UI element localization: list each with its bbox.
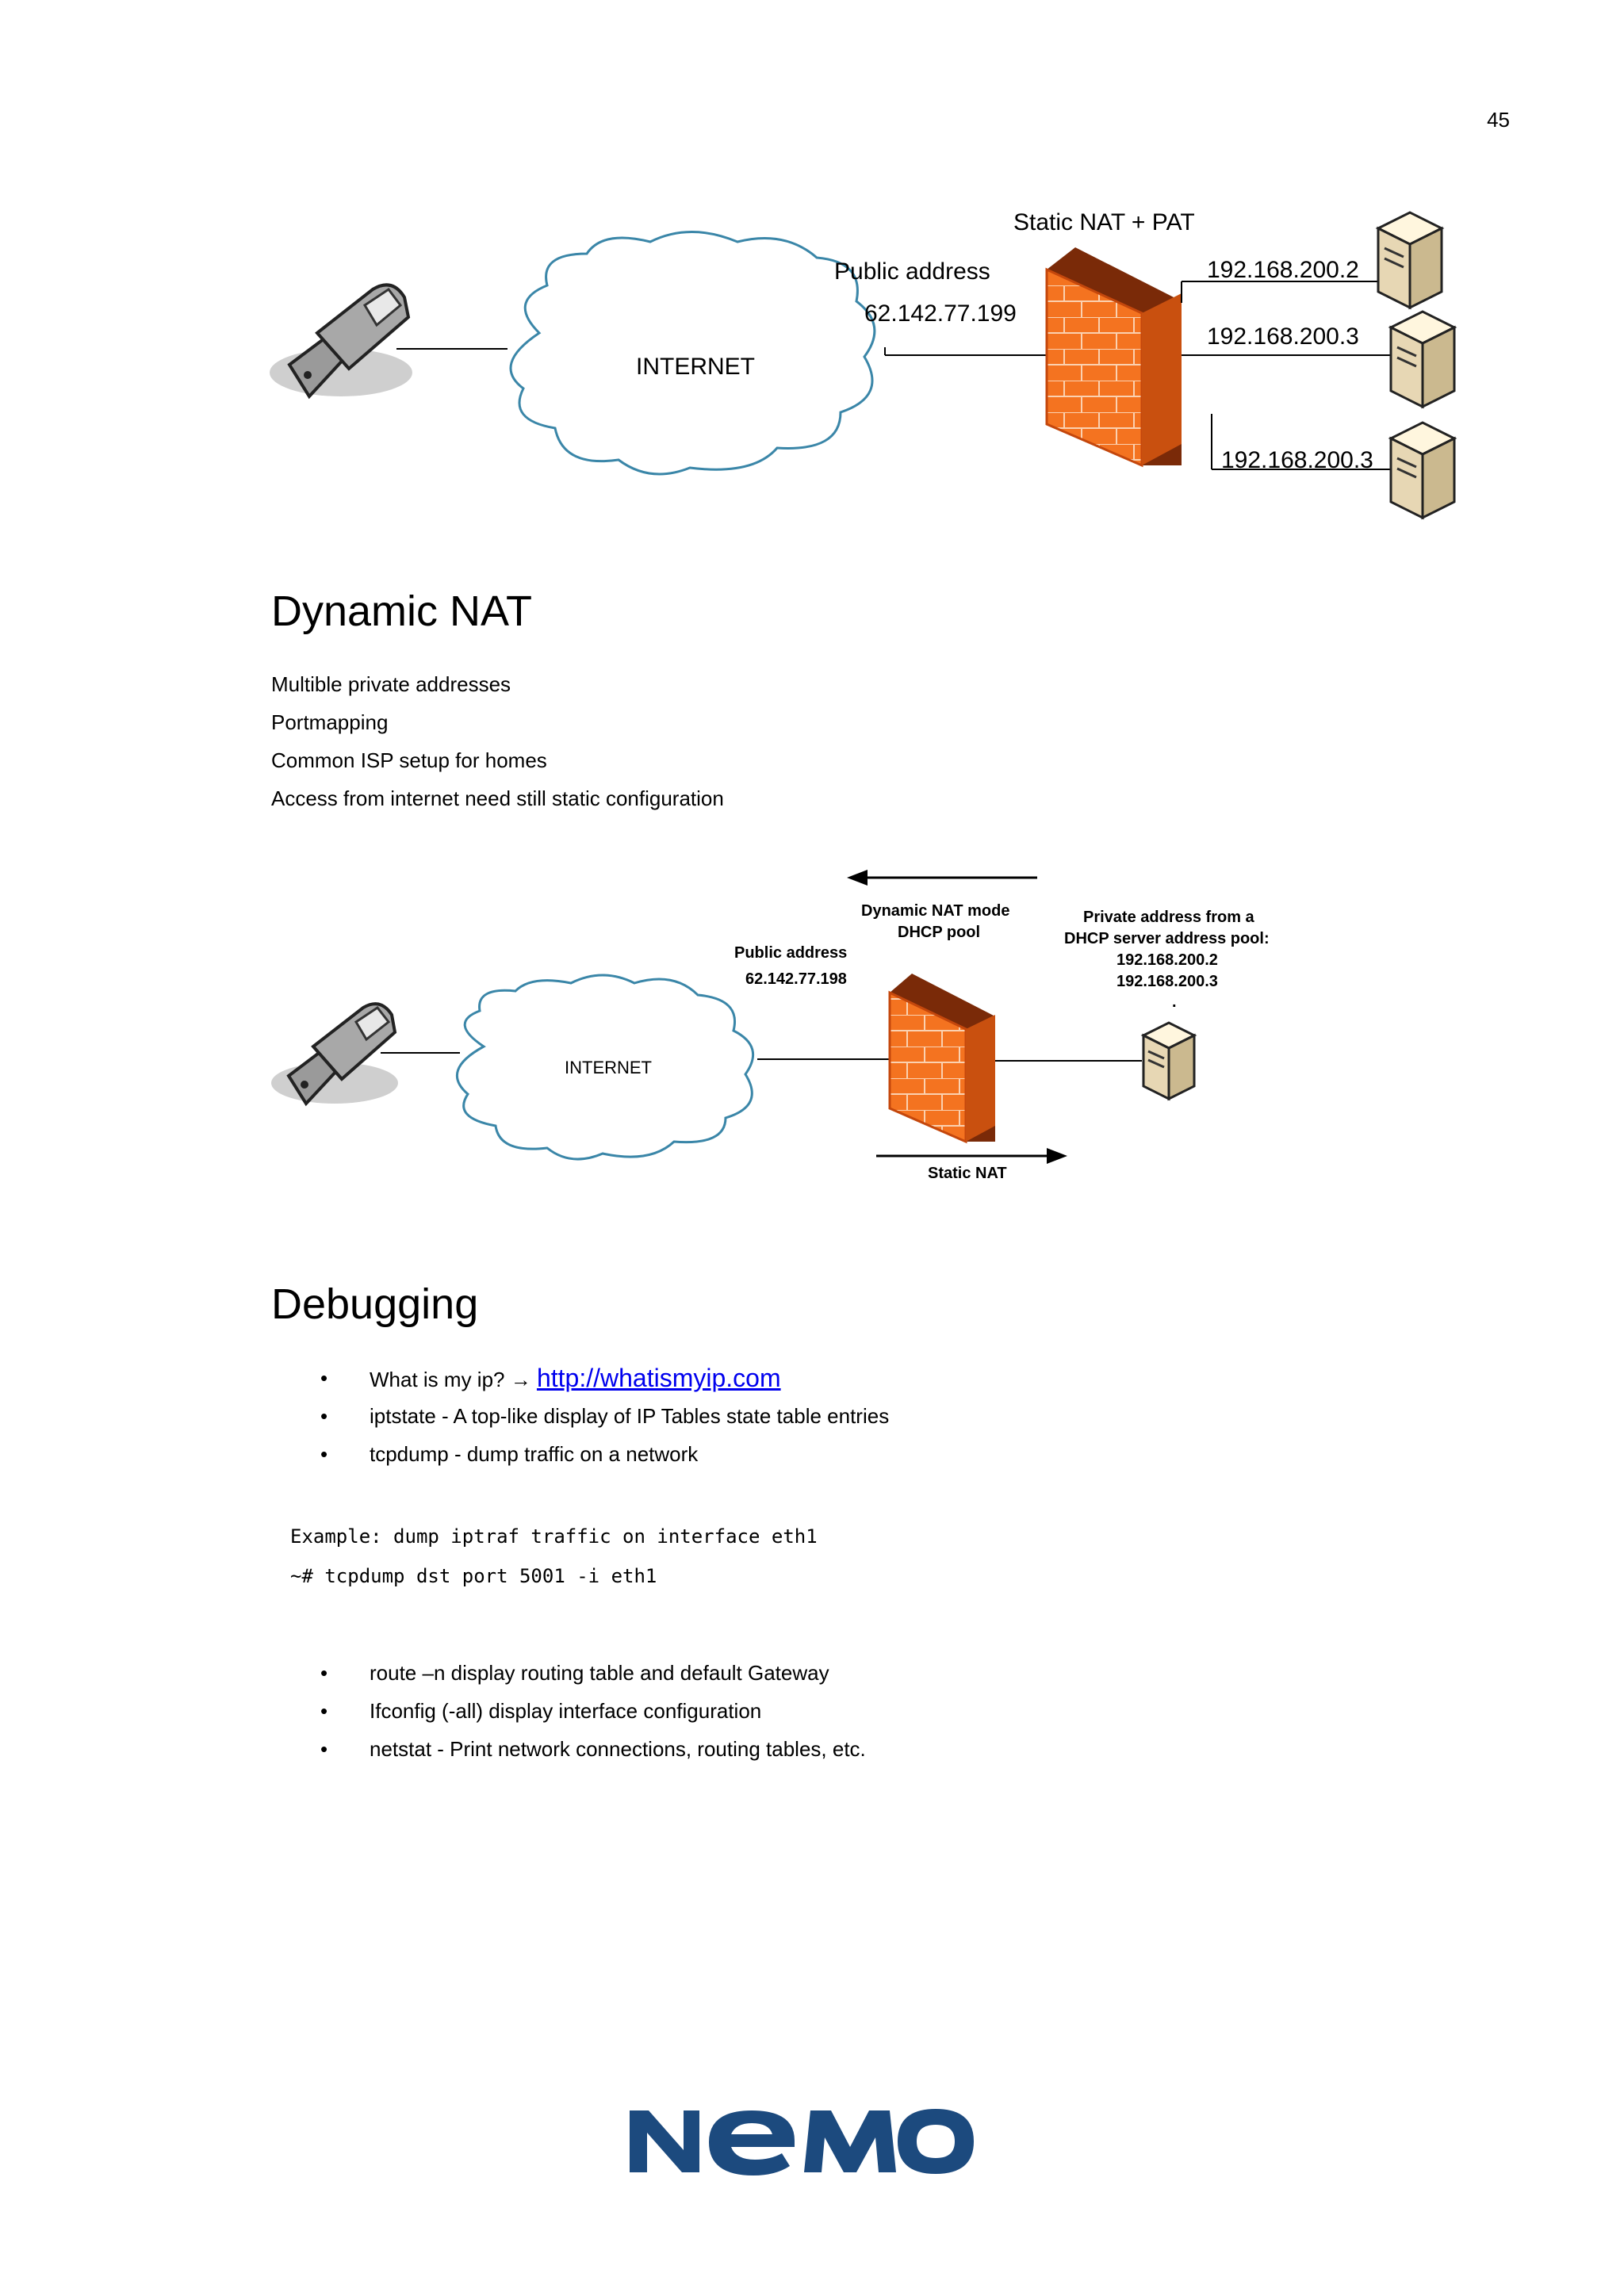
- bullet-icon: •: [320, 1442, 328, 1466]
- list-item: • Ifconfig (-all) display interface conf…: [271, 1692, 866, 1730]
- static-nat-diagram: INTERNET: [270, 209, 1457, 520]
- server-icon: [1388, 310, 1457, 409]
- list-item: • netstat - Print network connections, r…: [271, 1730, 866, 1768]
- code-line: ~# tcpdump dst port 5001 -i eth1: [290, 1565, 657, 1587]
- public-ip: 62.142.77.199: [864, 300, 1017, 327]
- cloud-label: INTERNET: [636, 354, 755, 380]
- bullet-icon: •: [320, 1404, 328, 1428]
- list-item: • route –n display routing table and def…: [271, 1654, 866, 1692]
- mobile-phone-icon: [271, 1002, 398, 1107]
- section-heading: Dynamic NAT: [271, 587, 533, 635]
- list-item-text: tcpdump - dump traffic on a network: [370, 1442, 699, 1466]
- cloud-label: INTERNET: [565, 1058, 652, 1077]
- public-ip: 62.142.77.198: [745, 970, 847, 988]
- diagram-title: Static NAT + PAT: [1013, 209, 1195, 235]
- text-line: Portmapping: [271, 710, 389, 734]
- public-address-label: Public address: [834, 258, 990, 285]
- mode-label: DHCP pool: [898, 924, 980, 941]
- page-number: 45: [1487, 108, 1510, 132]
- firewall-icon: [888, 974, 995, 1144]
- server-icon: [1388, 421, 1457, 520]
- private-pool-title: DHCP server address pool:: [1064, 930, 1270, 947]
- bullet-icon: •: [320, 1661, 328, 1685]
- mobile-phone-icon: [270, 283, 412, 400]
- list-item: • tcpdump - dump traffic on a network: [271, 1435, 889, 1473]
- private-ip: 192.168.200.3: [1116, 973, 1218, 990]
- whatismyip-link[interactable]: http://whatismyip.com: [536, 1364, 781, 1392]
- private-ip: .: [1172, 993, 1177, 1011]
- firewall-icon: [1045, 247, 1182, 468]
- right-arrow-icon: [876, 1148, 1067, 1164]
- section-heading: Debugging: [271, 1280, 479, 1328]
- bullet-icon: •: [320, 1737, 328, 1761]
- list-item-text: Ifconfig (-all) display interface config…: [370, 1699, 762, 1723]
- list-item-text: What is my ip? →: [370, 1368, 537, 1391]
- public-address-label: Public address: [734, 944, 847, 962]
- text-line: Multible private addresses: [271, 672, 511, 696]
- private-ip: 192.168.200.2: [1207, 257, 1359, 283]
- text-line: Access from internet need still static c…: [271, 786, 724, 810]
- left-arrow-icon: [847, 870, 1037, 886]
- server-icon: [1140, 1021, 1197, 1101]
- private-pool-title: Private address from a: [1083, 909, 1255, 926]
- list-item: • What is my ip? → http://whatismyip.com: [271, 1359, 889, 1397]
- internet-cloud: [455, 974, 754, 1161]
- bullet-icon: •: [320, 1366, 328, 1390]
- list-item-text: netstat - Print network connections, rou…: [370, 1737, 866, 1761]
- list-item-text: iptstate - A top-like display of IP Tabl…: [370, 1404, 890, 1428]
- text-line: Common ISP setup for homes: [271, 748, 547, 772]
- private-ip: 192.168.200.3: [1221, 447, 1373, 473]
- debug-commands-list: • route –n display routing table and def…: [271, 1654, 866, 1768]
- private-ip: 192.168.200.3: [1207, 323, 1359, 350]
- nemo-logo: [630, 2109, 974, 2175]
- mode-label: Dynamic NAT mode: [861, 902, 1009, 920]
- bullet-icon: •: [320, 1699, 328, 1723]
- internet-cloud: [509, 231, 876, 476]
- list-item-text: route –n display routing table and defau…: [370, 1661, 829, 1685]
- dynamic-nat-diagram: INTERNET Dynamic NAT mode DHCP pool Publ…: [271, 870, 1270, 1182]
- list-item: • iptstate - A top-like display of IP Ta…: [271, 1397, 889, 1435]
- static-nat-label: Static NAT: [928, 1165, 1007, 1182]
- server-icon: [1375, 211, 1445, 310]
- code-line: Example: dump iptraf traffic on interfac…: [290, 1525, 818, 1548]
- debug-tools-list: • What is my ip? → http://whatismyip.com…: [271, 1359, 889, 1473]
- private-ip: 192.168.200.2: [1116, 951, 1218, 969]
